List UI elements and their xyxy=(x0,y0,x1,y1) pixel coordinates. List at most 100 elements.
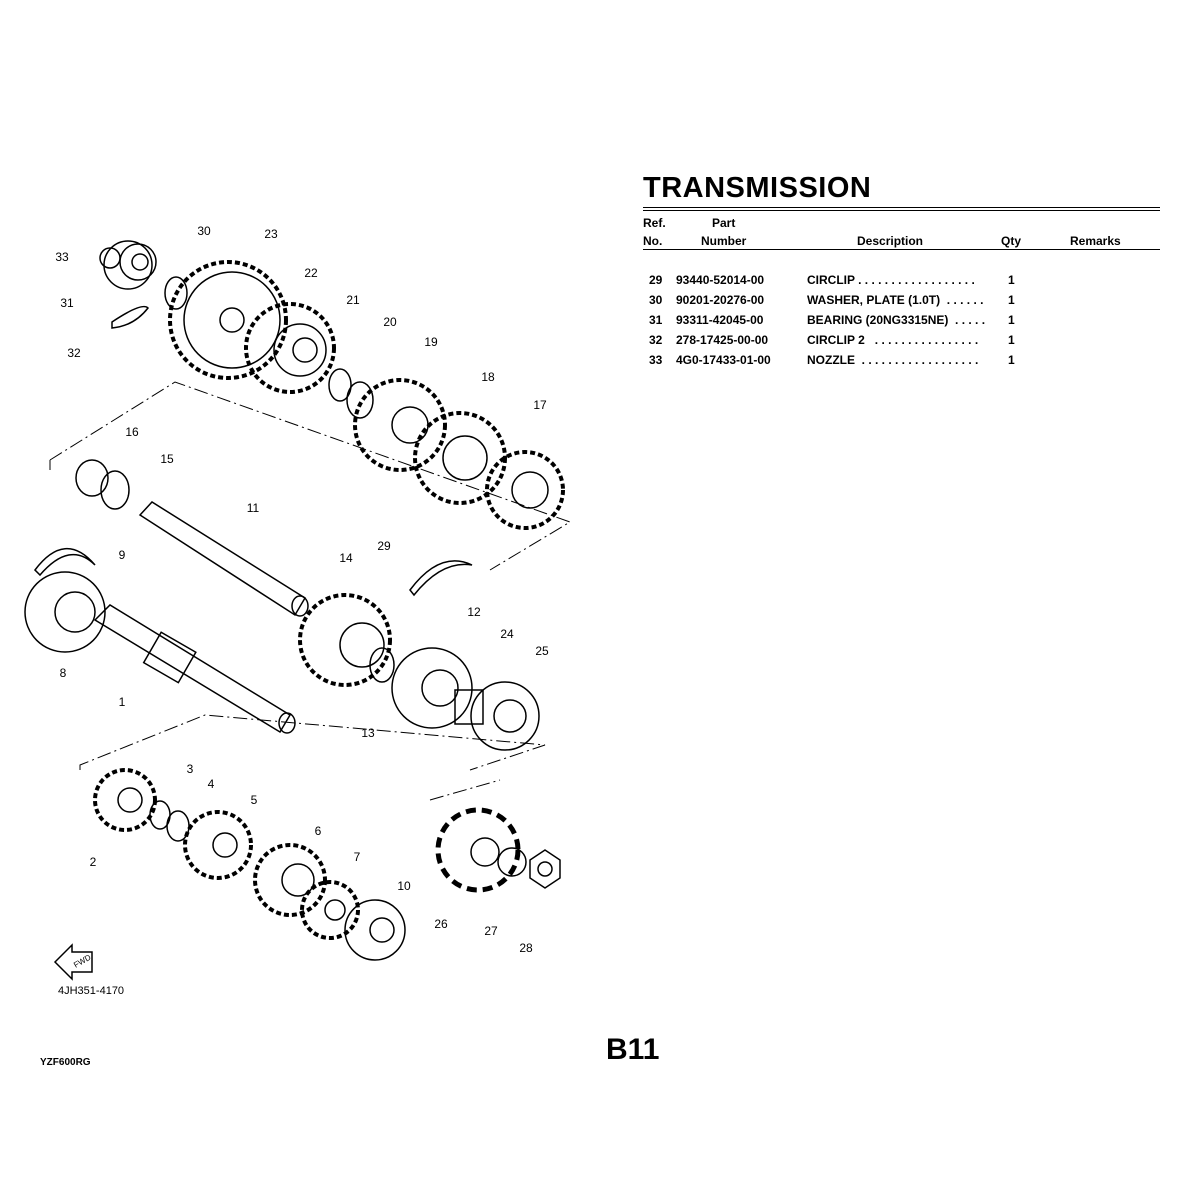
circlip-16 xyxy=(75,459,109,497)
description: BEARING (20NG3315NE) . . . . . xyxy=(807,313,986,327)
bearing-12 xyxy=(391,647,473,729)
circlip-29 xyxy=(409,560,473,597)
header-part-2: Number xyxy=(701,234,747,248)
callout-2: 2 xyxy=(89,855,97,869)
qty: 1 xyxy=(1008,313,1015,327)
circlip-32 xyxy=(111,305,149,329)
part-number: 93311-42045-00 xyxy=(676,313,764,327)
callout-15: 15 xyxy=(160,452,174,466)
gear-14 xyxy=(298,593,392,687)
part-number: 93440-52014-00 xyxy=(676,273,765,287)
gear-17 xyxy=(485,450,565,530)
description: WASHER, PLATE (1.0T) . . . . . . xyxy=(807,293,984,307)
callout-11: 11 xyxy=(246,501,260,515)
qty: 1 xyxy=(1008,333,1015,347)
table-row: 29 93440-52014-00 CIRCLIP . . . . . . . . … xyxy=(643,273,1163,293)
header-ref-1: Ref. xyxy=(643,216,666,230)
ref-no: 33 xyxy=(649,353,663,367)
dashed-boundaries xyxy=(49,381,572,801)
callout-30: 30 xyxy=(197,224,211,238)
callout-8: 8 xyxy=(59,666,67,680)
washer-15 xyxy=(100,470,130,510)
shaft-11 xyxy=(138,501,309,617)
qty: 1 xyxy=(1008,353,1015,367)
circlip-21 xyxy=(328,368,352,402)
callout-32: 32 xyxy=(67,346,81,360)
callout-7: 7 xyxy=(353,850,361,864)
callout-31: 31 xyxy=(60,296,74,310)
callout-1: 1 xyxy=(118,695,126,709)
callout-22: 22 xyxy=(304,266,318,280)
callout-14: 14 xyxy=(339,551,353,565)
callout-10: 10 xyxy=(397,879,411,893)
washer-30 xyxy=(164,276,188,310)
callout-26: 26 xyxy=(434,917,448,931)
gear-7 xyxy=(300,880,360,940)
gear-6 xyxy=(253,843,327,917)
bearing-31 xyxy=(99,240,157,290)
description: CIRCLIP . . . . . . . . . . . . . . . . … xyxy=(807,273,975,287)
qty: 1 xyxy=(1008,293,1015,307)
callout-5: 5 xyxy=(250,793,258,807)
header-rule xyxy=(643,249,1160,250)
callout-20: 20 xyxy=(383,315,397,329)
gear-22 xyxy=(244,302,336,394)
transmission-exploded-diagram: FWD xyxy=(24,240,572,981)
part-number: 278-17425-00-00 xyxy=(676,333,769,347)
part-number: 90201-20276-00 xyxy=(676,293,765,307)
gear-2 xyxy=(93,768,157,832)
callout-6: 6 xyxy=(314,824,322,838)
callout-9: 9 xyxy=(118,548,126,562)
oil-seal-25 xyxy=(470,681,540,751)
gear-5 xyxy=(183,810,253,880)
ref-no: 30 xyxy=(649,293,663,307)
callout-24: 24 xyxy=(500,627,514,641)
header-ref-2: No. xyxy=(643,234,663,248)
fwd-arrow-icon xyxy=(53,943,93,981)
header-qty: Qty xyxy=(1001,234,1022,248)
table-row: 30 90201-20276-00 WASHER, PLATE (1.0T) . .… xyxy=(643,293,1163,313)
callout-29: 29 xyxy=(377,539,391,553)
description: NOZZLE . . . . . . . . . . . . . . . . .… xyxy=(807,353,979,367)
model-code: YZF600RG xyxy=(40,1057,91,1068)
ref-no: 29 xyxy=(649,273,663,287)
washer-20 xyxy=(346,381,374,419)
callout-25: 25 xyxy=(535,644,549,658)
page-title: TRANSMISSION xyxy=(643,172,872,204)
callout-21: 21 xyxy=(346,293,360,307)
callout-28: 28 xyxy=(519,941,533,955)
ref-no: 32 xyxy=(649,333,663,347)
description: CIRCLIP 2 . . . . . . . . . . . . . . . … xyxy=(807,333,979,347)
callout-3: 3 xyxy=(186,762,194,776)
page-number: B11 xyxy=(606,1033,660,1066)
title-rule xyxy=(643,207,1160,208)
gear-18 xyxy=(413,411,507,505)
callout-16: 16 xyxy=(125,425,139,439)
table-row: 32 278-17425-00-00 CIRCLIP 2 . . . . . . .… xyxy=(643,333,1163,353)
callout-19: 19 xyxy=(424,335,438,349)
header-remarks: Remarks xyxy=(1070,234,1121,248)
callout-4: 4 xyxy=(207,777,215,791)
title-rule xyxy=(643,210,1160,211)
drawing-code: 4JH351-4170 xyxy=(58,985,125,997)
table-row: 31 93311-42045-00 BEARING (20NG3315NE) . .… xyxy=(643,313,1163,333)
bearing-8 xyxy=(24,571,106,653)
washer-13 xyxy=(369,647,395,683)
circlip-9 xyxy=(34,548,96,577)
header-description: Description xyxy=(857,234,924,248)
callout-27: 27 xyxy=(484,924,498,938)
qty: 1 xyxy=(1008,273,1015,287)
lock-washer-27 xyxy=(497,847,527,877)
shaft-1 xyxy=(93,604,296,734)
callout-23: 23 xyxy=(264,227,278,241)
callout-17: 17 xyxy=(533,398,547,412)
callout-12: 12 xyxy=(467,605,481,619)
callout-13: 13 xyxy=(361,726,375,740)
bearing-10 xyxy=(344,899,406,961)
collar-24 xyxy=(454,689,484,725)
callout-33: 33 xyxy=(55,250,69,264)
callout-18: 18 xyxy=(481,370,495,384)
ref-no: 31 xyxy=(649,313,663,327)
header-part-1: Part xyxy=(712,216,736,230)
